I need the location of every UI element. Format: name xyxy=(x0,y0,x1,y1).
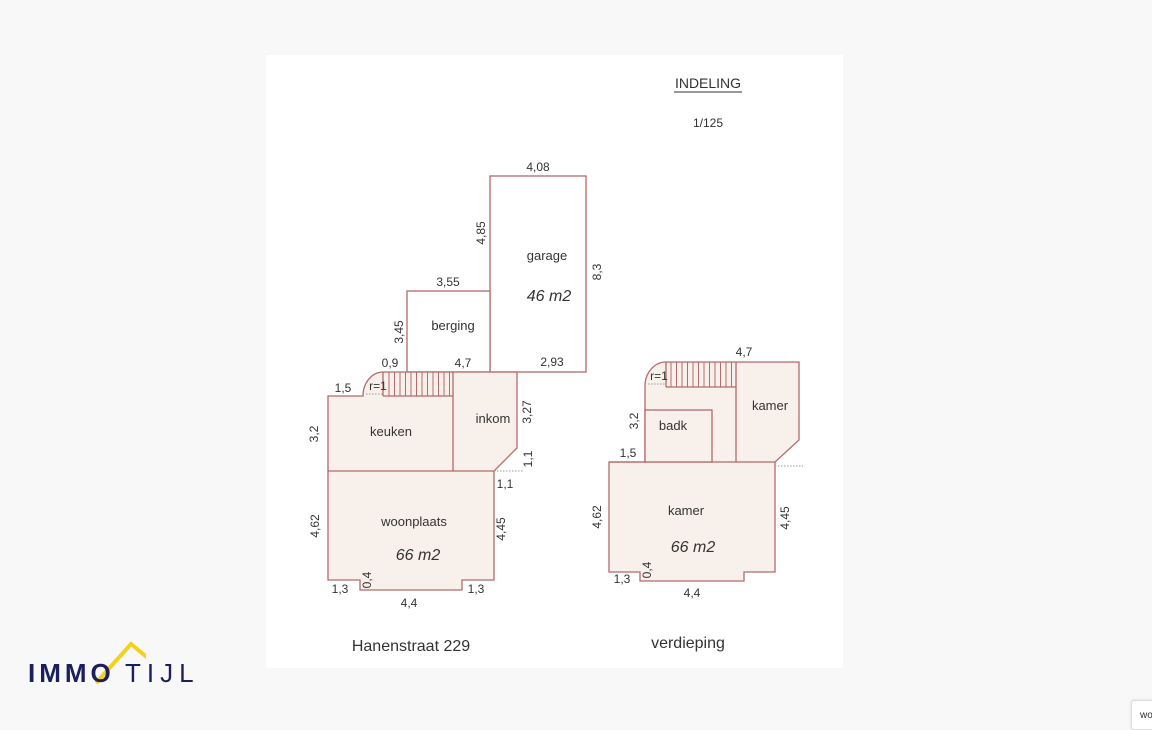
dimension: 3,2 xyxy=(627,412,641,429)
dimension: 1,5 xyxy=(335,381,352,395)
dimension: 0,4 xyxy=(640,561,654,578)
dimension: 4,85 xyxy=(474,221,488,245)
room-berging xyxy=(406,290,491,373)
radius-label: r=1 xyxy=(369,379,387,393)
dimension: 2,93 xyxy=(540,355,564,369)
dimension: 3,27 xyxy=(520,400,534,424)
first-floor-caption: verdieping xyxy=(651,635,725,652)
dimension: 1,3 xyxy=(468,582,485,596)
area-kamer: 66 m2 xyxy=(671,539,716,556)
immotijl-logo[interactable]: IMMO TIJL xyxy=(28,640,194,690)
label-garage: garage xyxy=(527,248,567,263)
dimension: 0,9 xyxy=(382,356,399,370)
ground-floor-plan: garage 46 m2 berging keuken inkom woonpl… xyxy=(307,160,604,655)
dimension: 3,55 xyxy=(436,275,460,289)
dimension: 1,5 xyxy=(620,446,637,460)
stairs xyxy=(388,372,450,396)
dimension: 0,4 xyxy=(360,571,374,588)
dimension: 4,7 xyxy=(736,345,753,359)
dimension: 4,62 xyxy=(308,514,322,538)
label-berging: berging xyxy=(431,318,474,333)
label-badk: badk xyxy=(659,418,688,433)
dimension: 4,4 xyxy=(401,596,418,610)
plan-title: INDELING xyxy=(675,75,741,91)
dimension: 1,1 xyxy=(521,450,535,467)
ground-floor-outline xyxy=(327,371,518,591)
dimension: 4,62 xyxy=(590,505,604,529)
label-woonplaats: woonplaats xyxy=(380,514,447,529)
dimension: 1,3 xyxy=(332,582,349,596)
logo-text-bold: IMMO xyxy=(28,658,115,688)
dimension: 4,45 xyxy=(778,506,792,530)
area-woonplaats: 66 m2 xyxy=(396,547,441,564)
dimension: 4,45 xyxy=(494,517,508,541)
first-floor-plan: badk kamer kamer 66 m2 4,7 r=1 3,2 1,5 4… xyxy=(590,345,803,652)
label-inkom: inkom xyxy=(476,411,511,426)
label-keuken: keuken xyxy=(370,424,412,439)
dimension: 1,3 xyxy=(614,572,631,586)
dimension: 1,1 xyxy=(497,477,514,491)
label-kamer: kamer xyxy=(668,503,705,518)
dimension: 3,45 xyxy=(392,320,406,344)
logo-text-thin: TIJL xyxy=(125,658,200,688)
plan-scale: 1/125 xyxy=(693,116,723,130)
room-badk xyxy=(644,409,713,463)
dimension: 8,3 xyxy=(590,263,604,280)
stairs xyxy=(670,362,732,387)
dimension: 3,2 xyxy=(307,425,321,442)
label-kamer-top: kamer xyxy=(752,398,789,413)
radius-label: r=1 xyxy=(650,369,668,383)
dimension: 4,08 xyxy=(526,160,550,174)
roof-icon xyxy=(94,641,146,685)
dimension: 4,7 xyxy=(455,356,472,370)
room-garage xyxy=(489,175,587,373)
dimension: 4,4 xyxy=(684,586,701,600)
ground-floor-caption: Hanenstraat 229 xyxy=(352,638,470,655)
area-garage: 46 m2 xyxy=(527,288,572,305)
corner-tab-button[interactable]: wo xyxy=(1131,700,1152,730)
